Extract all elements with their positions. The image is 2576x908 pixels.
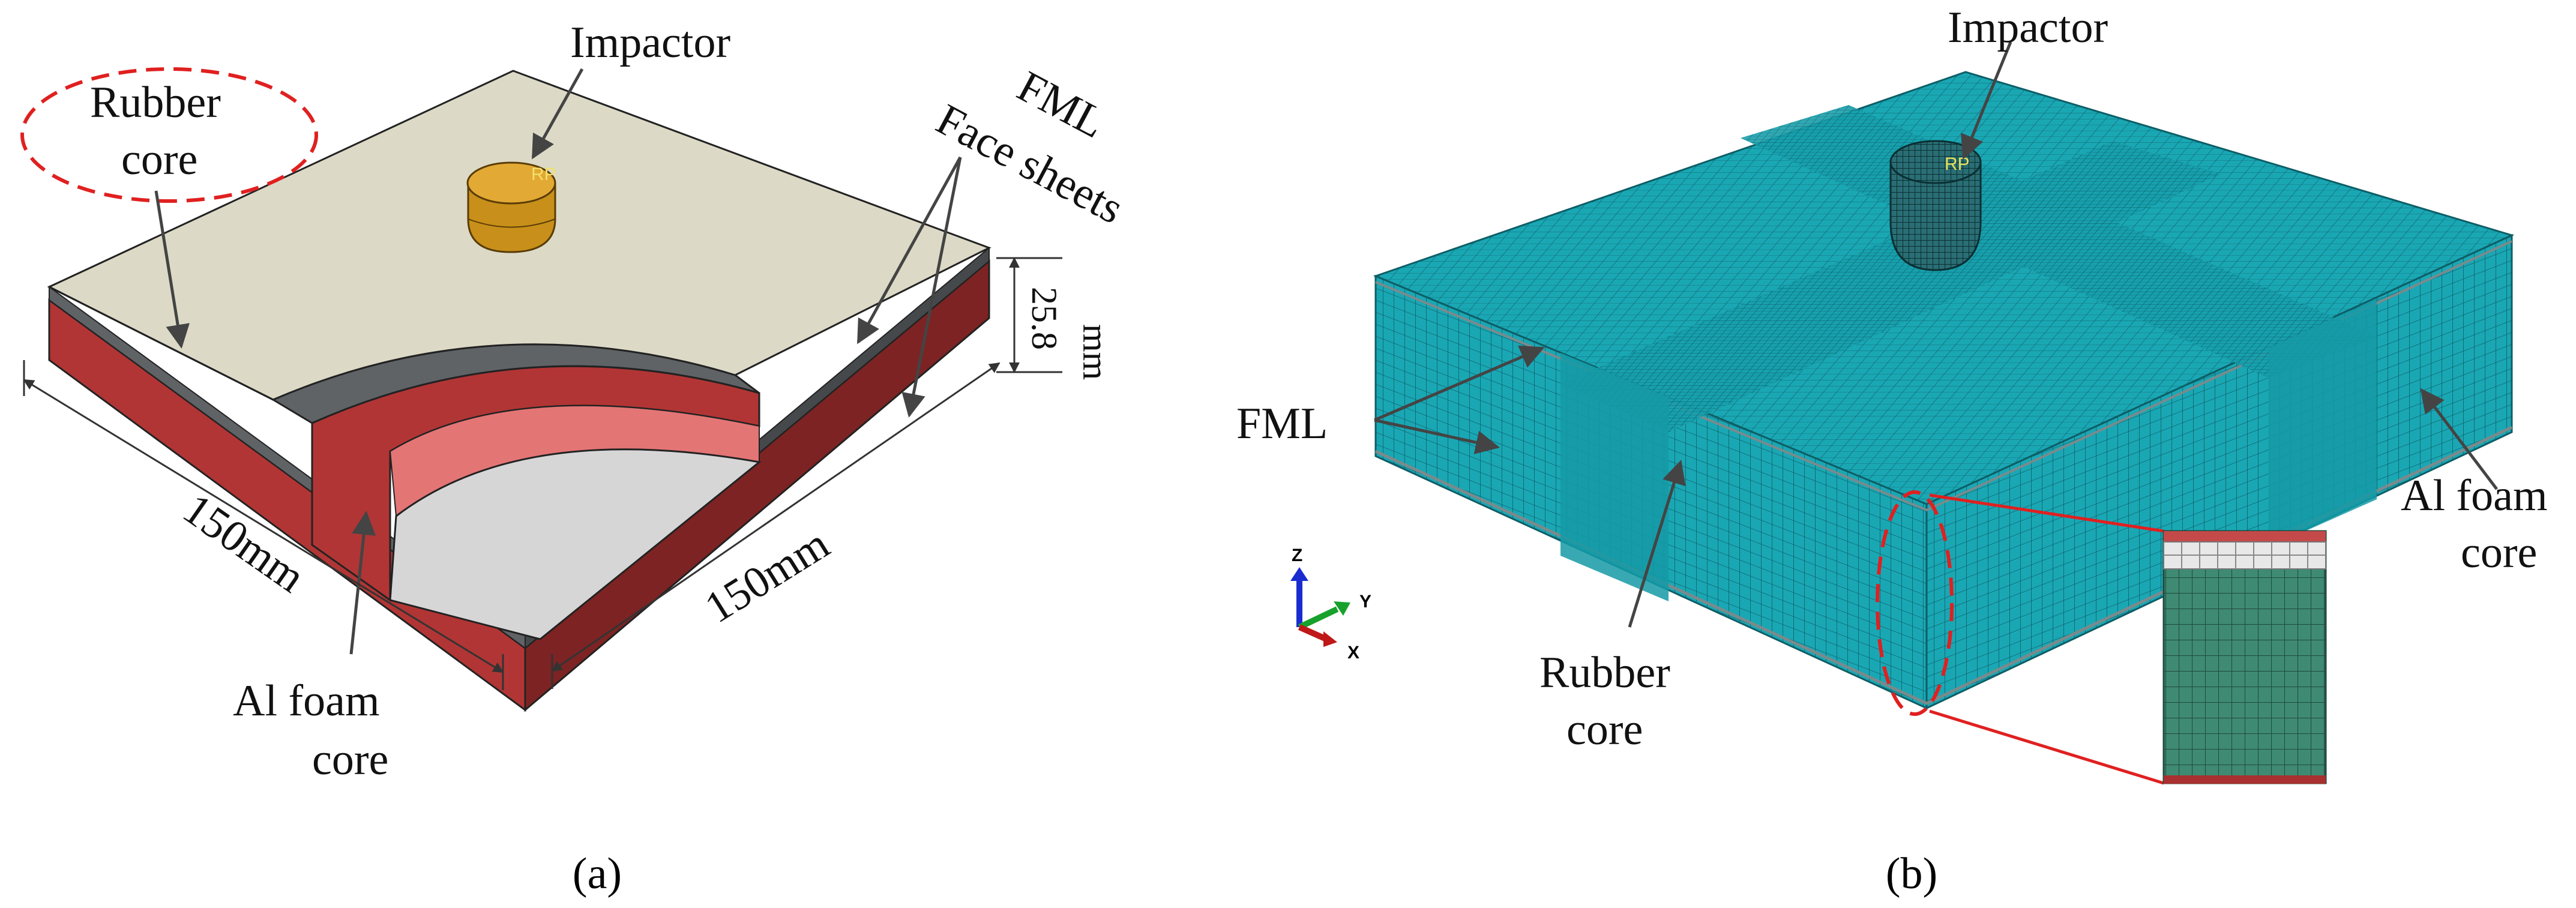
caption-a: (a) — [573, 849, 622, 898]
label-impactor: Impactor — [570, 18, 730, 67]
label-rubber-core-line2: core — [121, 135, 197, 184]
inset-connector-bottom — [1929, 709, 2164, 785]
axis-label-z: Z — [1292, 546, 1302, 565]
label-al-foam-line1: Al foam — [233, 676, 380, 726]
axis-label-x: X — [1347, 643, 1359, 663]
b-fml-arrow-2 — [1374, 418, 1500, 454]
b-impactor-arrow — [1961, 41, 2012, 160]
caption-b: (b) — [1886, 849, 1937, 898]
axis-triad: Z Y X — [1290, 546, 1371, 663]
impactor-arrow — [531, 68, 584, 160]
impactor-body: RP — [466, 161, 556, 253]
b-label-impactor: Impactor — [1948, 3, 2108, 52]
dimension-left — [23, 360, 504, 690]
dimension-thickness — [996, 257, 1062, 373]
label-thickness-unit: mm — [1076, 324, 1115, 380]
b-label-rubber-line2: core — [1566, 705, 1643, 754]
b-al-foam-arrow — [2420, 388, 2498, 490]
label-thickness-value: 25.8 — [1025, 287, 1064, 350]
inset-zoom-block — [2162, 530, 2327, 784]
rubber-core-side-1 — [1560, 353, 1669, 601]
b-rubber-arrow — [1628, 460, 1686, 628]
impactor-mesh: RP — [1889, 140, 1982, 271]
rubber-core-side-2 — [2269, 299, 2377, 547]
b-label-al-foam-line1: Al foam — [2401, 471, 2548, 520]
fml-arrow-1 — [856, 156, 962, 344]
impactor-rp-tag: RP — [531, 164, 556, 184]
corner-highlight — [1876, 490, 1954, 716]
impactor-mesh-rp-tag: RP — [1945, 154, 1970, 174]
b-label-al-foam-line2: core — [2461, 528, 2537, 577]
b-label-fml: FML — [1236, 399, 1328, 448]
b-fml-arrow-1 — [1374, 345, 1545, 422]
rubber-core-arrow — [154, 190, 190, 349]
axis-label-y: Y — [1359, 592, 1371, 612]
inset-connector-top — [1929, 493, 2164, 533]
panel-b: RP Z Y X — [1236, 3, 2548, 898]
rubber-core-highlight — [20, 67, 318, 203]
b-label-rubber-line1: Rubber — [1539, 648, 1670, 697]
label-rubber-core-line1: Rubber — [90, 78, 221, 127]
label-al-foam-line2: core — [312, 735, 388, 784]
dimension-right — [551, 362, 1001, 689]
panel-a: RP Impactor Rubber core FML Face sh — [20, 18, 1131, 898]
